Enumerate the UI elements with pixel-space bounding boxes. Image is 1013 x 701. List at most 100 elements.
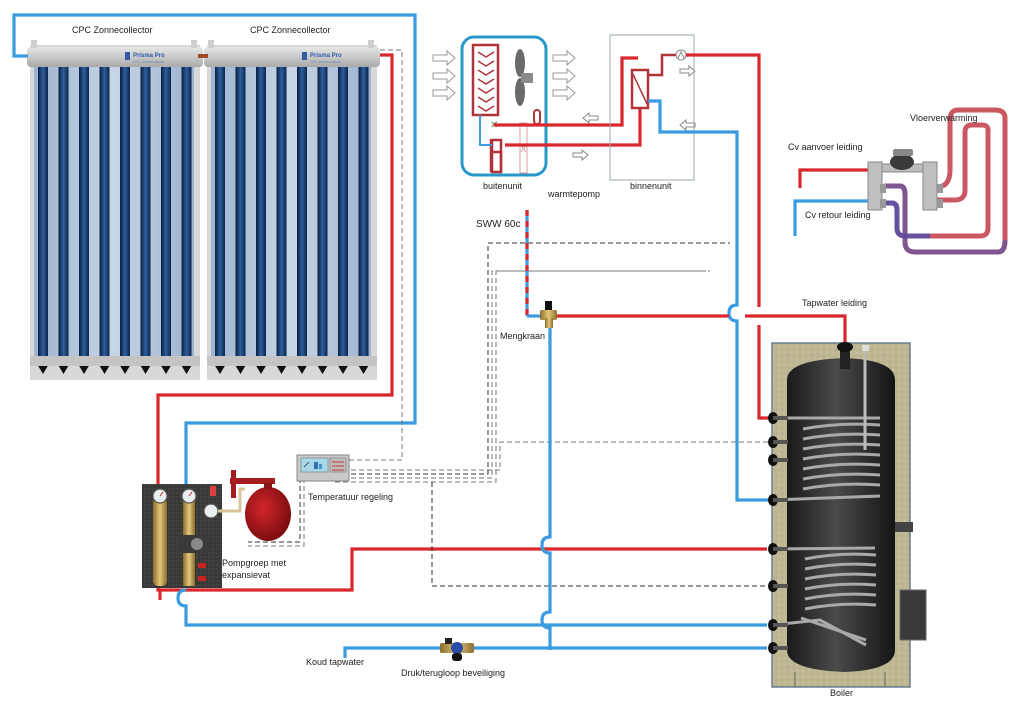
tube-cap-icon bbox=[275, 364, 288, 374]
vacuum-tube bbox=[38, 67, 48, 365]
vacuum-tube bbox=[161, 67, 171, 365]
vacuum-tube bbox=[338, 67, 348, 365]
solar-return-pipe bbox=[12, 13, 417, 570]
boiler-vessel bbox=[787, 358, 895, 672]
floor-heating-pump bbox=[890, 154, 914, 170]
boiler-ports bbox=[768, 412, 788, 654]
port-stub bbox=[773, 584, 788, 588]
vacuum-tube bbox=[99, 67, 110, 365]
port-stub bbox=[773, 498, 788, 502]
boiler-tank bbox=[768, 342, 927, 688]
dhw-temp-label: SWW 60c bbox=[476, 219, 520, 230]
coil-inlet bbox=[771, 546, 876, 551]
pump-control-wire bbox=[248, 478, 301, 543]
coil-turn bbox=[804, 582, 877, 591]
vacuum-tube bbox=[235, 67, 246, 365]
backflow-preventer[interactable] bbox=[440, 638, 474, 661]
flow-direction-arrow-icon bbox=[679, 118, 696, 132]
outdoor-unit-frame bbox=[460, 35, 548, 177]
coil-outlet bbox=[771, 494, 881, 502]
port-stub bbox=[773, 646, 788, 650]
fin-chevron bbox=[477, 60, 495, 67]
indoor-unit-frame bbox=[609, 34, 695, 181]
indoor-cold-line bbox=[648, 99, 694, 134]
manifold-left bbox=[867, 161, 883, 211]
air-flow-arrows bbox=[432, 49, 696, 162]
heat-pump-coil bbox=[771, 416, 881, 502]
cv-supply-pipe bbox=[798, 168, 868, 188]
floor-heating-label: Vloerverwarming bbox=[910, 113, 978, 123]
brand-logo-icon bbox=[125, 52, 130, 60]
refrigerant-return-line bbox=[505, 100, 642, 147]
tube-cap-icon bbox=[37, 364, 49, 374]
expansion-pipe bbox=[218, 487, 245, 513]
tube-cap-icon bbox=[234, 364, 247, 374]
tube-cap-icon bbox=[57, 364, 70, 374]
port-stub bbox=[773, 458, 788, 462]
pump-control-wire-2 bbox=[248, 478, 305, 547]
collector-brand-sub: CPC Zonnecollector bbox=[133, 60, 165, 64]
heatpump-control-wire-3 bbox=[335, 270, 710, 483]
fan-motor-icon bbox=[521, 73, 533, 83]
indoor-hot-line bbox=[648, 53, 676, 77]
tube-cap-icon bbox=[214, 364, 226, 374]
cv-return-pipe bbox=[793, 199, 868, 236]
flow-meter bbox=[153, 498, 167, 586]
collector-connector bbox=[198, 54, 208, 58]
coil-turn bbox=[802, 442, 881, 451]
collector-brand: Prisma Pro bbox=[133, 53, 165, 59]
refrigerant-hot-line bbox=[494, 56, 638, 127]
temperature-controller[interactable] bbox=[296, 454, 350, 482]
heatpump-return-pipe bbox=[694, 130, 772, 502]
solar-collector-right: Prisma Pro CPC Zonnecollector bbox=[204, 40, 380, 380]
tube-cap-icon bbox=[357, 364, 370, 374]
tube-cap-icon bbox=[180, 364, 193, 374]
port-stub bbox=[773, 440, 788, 444]
refrigerant-line bbox=[479, 115, 492, 146]
vacuum-tube bbox=[256, 67, 266, 365]
heatpump-supply-to-boiler bbox=[757, 325, 772, 420]
expansion-vessel bbox=[245, 487, 291, 541]
tap-water-label: Tapwater leiding bbox=[802, 298, 867, 308]
indoor-unit-label: binnenunit bbox=[630, 181, 672, 191]
tube-cap-icon bbox=[316, 364, 329, 374]
pump-head bbox=[893, 149, 913, 156]
heatpump-control-wire bbox=[335, 242, 730, 475]
fin-chevron bbox=[477, 87, 495, 94]
vacuum-tube bbox=[297, 67, 307, 365]
cold-water-inlet-pipe bbox=[343, 646, 767, 658]
evaporator-coil bbox=[471, 43, 500, 117]
port-stub bbox=[773, 547, 788, 551]
tube-cap-icon bbox=[98, 364, 111, 374]
mixing-valve-knob[interactable] bbox=[545, 301, 552, 310]
flow-direction-arrow-icon bbox=[679, 64, 696, 78]
solar-collector-left: Prisma Pro CPC Zonnecollector bbox=[27, 40, 203, 380]
fill-valve bbox=[198, 563, 206, 568]
expansion-valve bbox=[519, 122, 528, 174]
vacuum-tube bbox=[276, 67, 287, 365]
collector-tubes bbox=[214, 67, 370, 374]
fin-chevron bbox=[477, 78, 495, 85]
air-flow-arrow-icon bbox=[432, 49, 456, 67]
vacuum-tube bbox=[120, 67, 130, 365]
fin-chevron bbox=[477, 105, 495, 112]
mixing-valve[interactable] bbox=[540, 301, 557, 328]
heatpump-control-wire-2 bbox=[335, 270, 706, 479]
collector-manifold bbox=[27, 47, 203, 67]
tube-cap-icon bbox=[255, 364, 267, 374]
tube-cap-icon bbox=[337, 364, 349, 374]
collector-bottom-rail bbox=[207, 356, 377, 366]
collector-right-label: CPC Zonnecollector bbox=[250, 25, 331, 35]
fin-chevron bbox=[477, 69, 495, 76]
port-stub bbox=[773, 623, 788, 627]
tube-cap-icon bbox=[160, 364, 172, 374]
manifold-right bbox=[922, 161, 938, 211]
collector-tubes bbox=[37, 67, 193, 374]
heat-pump-indoor-unit bbox=[609, 34, 695, 181]
coil-turn bbox=[802, 422, 881, 431]
coil-turn bbox=[802, 462, 881, 471]
tap-water-pipe bbox=[556, 314, 847, 345]
flow-direction-arrow-icon bbox=[582, 111, 599, 125]
vacuum-tube bbox=[181, 67, 192, 365]
